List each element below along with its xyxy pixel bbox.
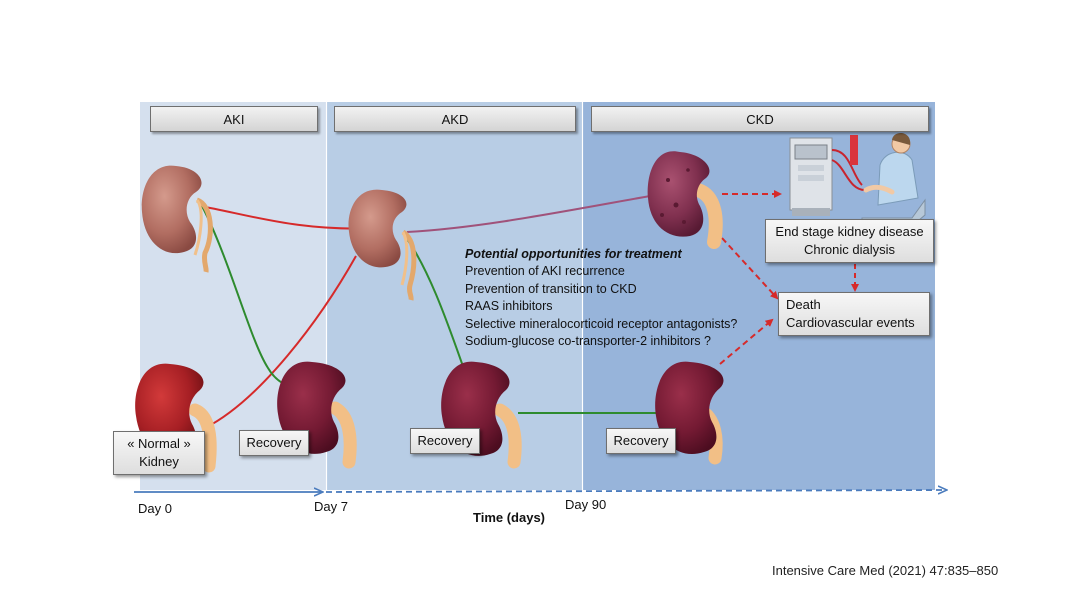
recovery-label-akd: Recovery bbox=[410, 428, 480, 454]
treatment-item: Sodium-glucose co-transporter-2 inhibito… bbox=[465, 334, 711, 349]
phase-ckd-label: CKD bbox=[591, 106, 929, 132]
treatment-heading: Potential opportunities for treatment bbox=[465, 247, 682, 261]
time-axis-label: Time (days) bbox=[473, 510, 546, 525]
kidney-diseased-icon bbox=[647, 151, 723, 249]
treatment-item: RAAS inhibitors bbox=[465, 299, 553, 314]
day-0-label: Day 0 bbox=[138, 501, 172, 516]
phase-akd-label: AKD bbox=[334, 106, 576, 132]
akd-to-ckd-path bbox=[406, 195, 651, 233]
death-outcome-box: Death Cardiovascular events bbox=[778, 292, 930, 336]
recovery-label-ckd: Recovery bbox=[606, 428, 676, 454]
treatment-item: Prevention of AKI recurrence bbox=[465, 264, 625, 279]
kidney-injured-icon bbox=[141, 165, 213, 273]
normal-kidney-label: « Normal » Kidney bbox=[113, 431, 205, 475]
treatment-opportunities: Potential opportunities for treatment Pr… bbox=[465, 246, 737, 350]
kidney-injured-icon bbox=[348, 189, 417, 301]
normal-to-akd-path bbox=[204, 255, 357, 429]
eskd-outcome-box: End stage kidney disease Chronic dialysi… bbox=[765, 219, 934, 263]
aki-recovery-path bbox=[201, 205, 316, 390]
dialysis-patient-icon bbox=[789, 133, 926, 227]
recovery-label-aki: Recovery bbox=[239, 430, 309, 456]
treatment-item: Selective mineralocorticoid receptor ant… bbox=[465, 316, 738, 331]
timeline-dashed bbox=[325, 490, 946, 492]
day-90-label: Day 90 bbox=[565, 497, 607, 512]
treatment-item: Prevention of transition to CKD bbox=[465, 281, 637, 296]
citation: Intensive Care Med (2021) 47:835–850 bbox=[772, 563, 999, 578]
phase-aki-label: AKI bbox=[150, 106, 318, 132]
day-7-label: Day 7 bbox=[314, 499, 348, 514]
